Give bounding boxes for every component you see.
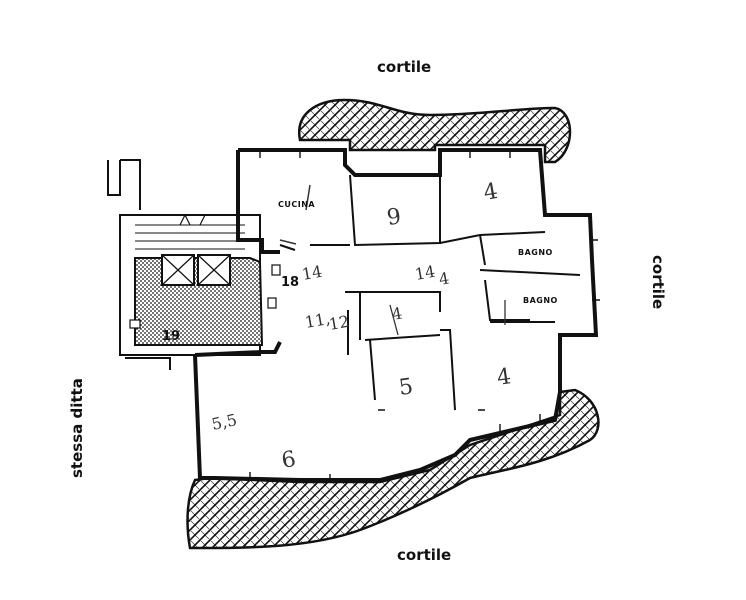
svg-text:5,5: 5,5 [210, 410, 239, 434]
svg-text:6: 6 [280, 447, 298, 474]
svg-text:9: 9 [385, 204, 402, 231]
unit-number-19: 19 [162, 329, 180, 344]
top-terrace [297, 98, 572, 164]
svg-text:4: 4 [482, 179, 500, 206]
apartment-walls [129, 148, 600, 482]
svg-text:4: 4 [495, 364, 512, 391]
courtyard-label-bottom: cortile [397, 546, 451, 564]
room-label-bath-1: BAGNO [518, 248, 553, 257]
side-label-left: stessa ditta [68, 378, 86, 478]
stair-core [107, 159, 264, 370]
svg-text:14: 14 [413, 262, 436, 284]
courtyard-label-right: cortile [649, 255, 667, 309]
courtyard-label-top: cortile [377, 58, 431, 76]
svg-text:4: 4 [437, 268, 450, 288]
svg-text:12: 12 [327, 312, 350, 334]
svg-text:5: 5 [397, 374, 414, 401]
svg-text:11,: 11, [303, 309, 331, 332]
room-label-bath-2: BAGNO [523, 296, 558, 305]
svg-text:14: 14 [300, 262, 323, 284]
bottom-terrace [186, 388, 600, 550]
room-label-kitchen: CUCINA [278, 200, 315, 209]
handwritten-marks: 9 4 14 4 14 11, 12 4 5 4 5,5 6 [210, 179, 513, 474]
unit-number-18: 18 [281, 275, 299, 290]
